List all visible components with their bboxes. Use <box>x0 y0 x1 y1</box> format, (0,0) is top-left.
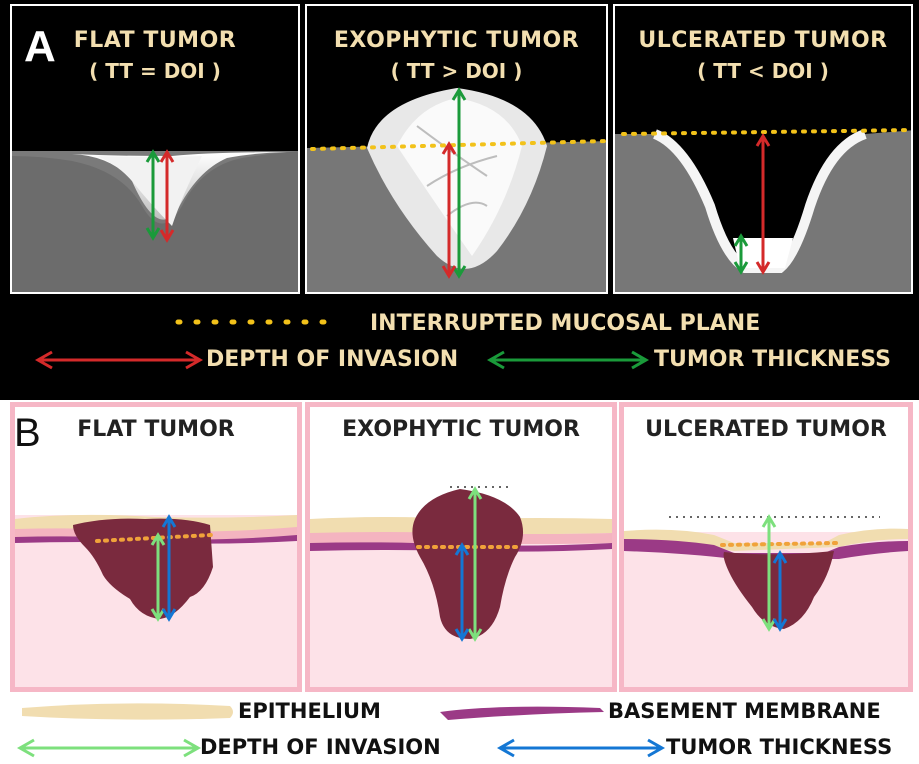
legend-tt-arrow-b <box>500 740 662 756</box>
tile-b-flat-title: FLAT TUMOR <box>15 415 297 445</box>
tile-b-exophytic: EXOPHYTIC TUMOR <box>305 402 617 692</box>
legend-tt-label-b: TUMOR THICKNESS <box>666 734 892 760</box>
legend-mucosal-label: INTERRUPTED MUCOSAL PLANE <box>370 310 760 338</box>
legend-basement-label: BASEMENT MEMBRANE <box>608 698 881 724</box>
tile-a-ulcerated-title: ULCERATED TUMOR <box>615 26 911 56</box>
legend-doi-arrow-b <box>20 740 198 756</box>
flat-tumor-histology <box>15 407 297 687</box>
tile-b-flat: FLAT TUMOR <box>10 402 302 692</box>
legend-doi-arrow-a <box>38 352 200 368</box>
panel-letter-b: B <box>14 410 41 456</box>
legend-tt-arrow-a <box>490 352 646 368</box>
mucosal-dots-b-ulcerated <box>722 543 836 545</box>
legend-doi-label-b: DEPTH OF INVASION <box>200 734 441 760</box>
tile-a-exophytic: EXOPHYTIC TUMOR ( TT > DOI ) <box>305 4 608 294</box>
tile-b-ulcerated-title: ULCERATED TUMOR <box>624 415 908 445</box>
tile-a-ulcerated: ULCERATED TUMOR ( TT < DOI ) <box>613 4 913 294</box>
tile-a-exophytic-title: EXOPHYTIC TUMOR <box>307 26 606 56</box>
legend-epithelium-label: EPITHELIUM <box>238 698 381 724</box>
panel-letter-a: A <box>24 22 56 72</box>
legend-b: EPITHELIUM BASEMENT MEMBRANE DEPTH OF IN… <box>0 692 919 764</box>
legend-a: INTERRUPTED MUCOSAL PLANE DEPTH OF INVAS… <box>0 298 919 400</box>
tile-b-ulcerated: ULCERATED TUMOR <box>619 402 913 692</box>
ulcerated-tumor-histology <box>624 407 908 687</box>
exophytic-tumor-histology <box>310 407 612 687</box>
legend-tt-label-a: TUMOR THICKNESS <box>654 346 891 374</box>
tile-b-exophytic-title: EXOPHYTIC TUMOR <box>310 415 612 445</box>
tile-a-exophytic-subtitle: ( TT > DOI ) <box>307 58 606 84</box>
legend-doi-label-a: DEPTH OF INVASION <box>206 346 458 374</box>
legend-epithelium-swatch <box>22 703 233 719</box>
legend-basement-swatch <box>440 707 604 720</box>
tile-a-ulcerated-subtitle: ( TT < DOI ) <box>615 58 911 84</box>
